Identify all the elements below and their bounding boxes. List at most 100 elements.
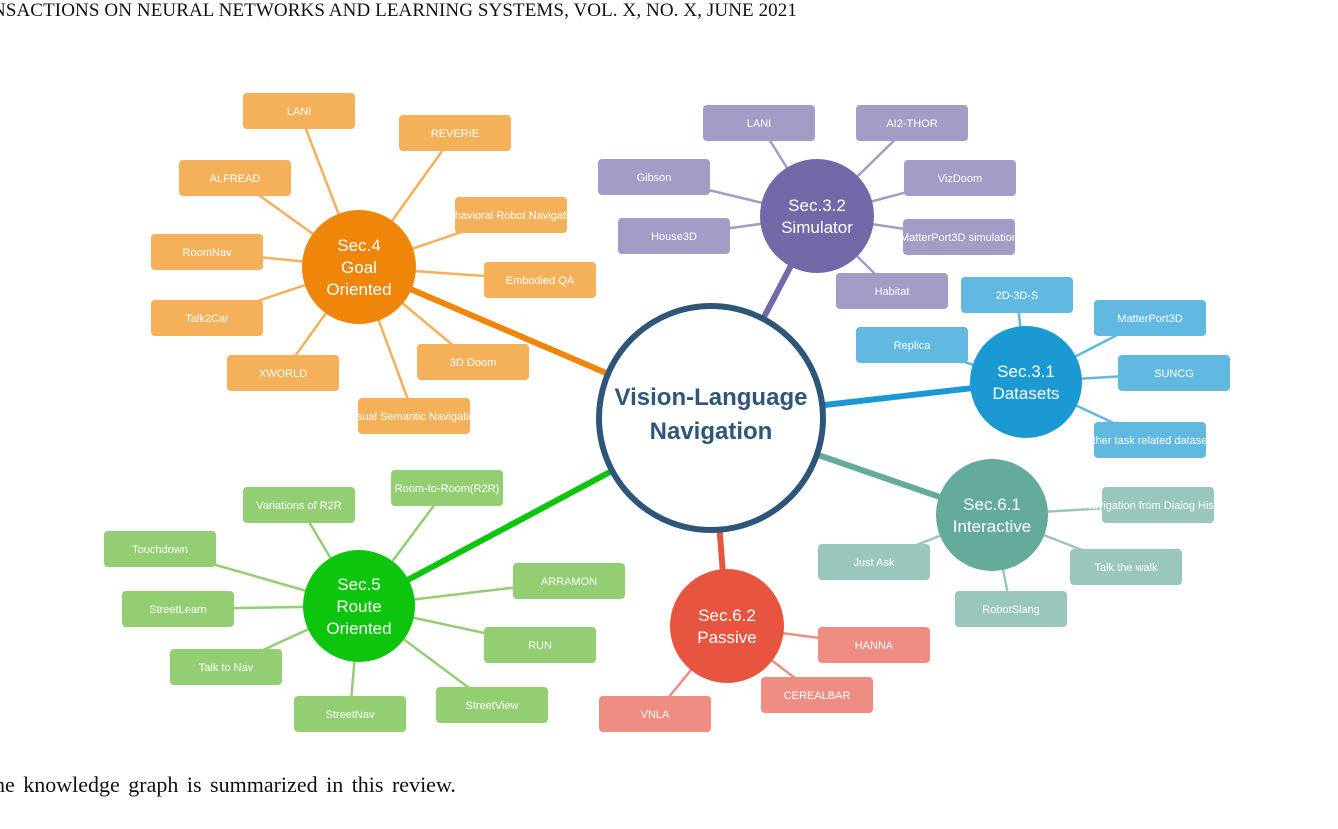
leaf-box [1070, 549, 1182, 585]
leaf-box [170, 649, 282, 685]
section-label: Oriented [326, 619, 391, 638]
section-label: Sec.4 [337, 236, 380, 255]
leaf-label: Talk the walk [1095, 562, 1158, 574]
leaf-nodes: LANI REVERIE ALFREAD Behavioral Robot Navig… [104, 93, 1233, 732]
section-label: Route [336, 597, 381, 616]
leaf-label: 2D-3D-S [996, 290, 1039, 302]
section-circle [302, 210, 416, 324]
section-label: Datasets [992, 384, 1059, 403]
leaf-navigation-from-dialog-history: Navigation from Dialog History [1084, 487, 1233, 523]
leaf-box [294, 696, 406, 732]
leaf-box [243, 487, 355, 523]
leaf-box [243, 93, 355, 129]
leaf-box [599, 696, 711, 732]
leaf-box [1094, 300, 1206, 336]
leaf-label: ALFREAD [210, 173, 261, 185]
section-label: Simulator [781, 218, 853, 237]
leaf-label: Variations of R2R [256, 500, 341, 512]
leaf-label: SUNCG [1154, 368, 1194, 380]
leaf-embodied-qa: Embodied QA [484, 262, 596, 298]
center-title-line2: Navigation [650, 418, 773, 445]
leaf-label: CEREALBAR [784, 690, 851, 702]
leaf-label: AI2-THOR [886, 118, 937, 130]
leaf-box [955, 591, 1067, 627]
leaf-label: Visual Semantic Navigation [347, 411, 481, 423]
leaf-2d-3d-s: 2D-3D-S [961, 277, 1073, 313]
leaf-label: RoomNav [183, 247, 232, 259]
leaf-just-ask: Just Ask [818, 544, 930, 580]
leaf-box [598, 159, 710, 195]
leaf-label: 3D Doom [450, 357, 496, 369]
leaf-label: MatterPort3D simulation [900, 232, 1018, 244]
leaf-label: StreetNav [326, 709, 375, 721]
section-label: Sec.5 [337, 575, 380, 594]
leaf-arramon: ARRAMON [513, 563, 625, 599]
leaf-label: Touchdown [132, 544, 188, 556]
leaf-box [618, 218, 730, 254]
section-label: Sec.3.2 [788, 196, 846, 215]
page-header: NSACTIONS ON NEURAL NETWORKS AND LEARNIN… [0, 0, 797, 21]
leaf-streetview: StreetView [436, 687, 548, 723]
leaf-label: StreetView [466, 700, 519, 712]
leaf-box [1102, 487, 1214, 523]
section-circle [303, 550, 415, 662]
leaf-label: Replica [894, 340, 932, 352]
leaf-box [179, 160, 291, 196]
leaf-lani: LANI [243, 93, 355, 129]
leaf-label: RUN [528, 640, 552, 652]
leaf-streetnav: StreetNav [294, 696, 406, 732]
leaf-hanna: HANNA [818, 627, 930, 663]
leaf-label: ARRAMON [541, 576, 597, 588]
leaf-vizdoom: VizDoom [904, 160, 1016, 196]
section-circle [936, 459, 1048, 571]
leaf-habitat: Habitat [836, 273, 948, 309]
center-title-line1: Vision-Language [615, 384, 808, 411]
leaf-matterport3d: MatterPort3D [1094, 300, 1206, 336]
leaf-box [836, 273, 948, 309]
leaf-label: Gibson [637, 172, 672, 184]
leaf-suncg: SUNCG [1118, 355, 1230, 391]
leaf-box [399, 115, 511, 151]
leaf-box [391, 470, 503, 506]
leaf-label: HANNA [855, 640, 894, 652]
center-circle [596, 303, 826, 533]
leaf-label: Navigation from Dialog History [1084, 500, 1233, 512]
leaf-label: XWORLD [259, 368, 307, 380]
leaf-replica: Replica [856, 327, 968, 363]
leaf-streetlearn: StreetLearn [122, 591, 234, 627]
leaf-label: Embodied QA [506, 275, 575, 287]
leaf-label: Talk to Nav [199, 662, 254, 674]
figure-caption: he knowledge graph is summarized in this… [0, 772, 456, 797]
leaf-label: LANI [747, 118, 771, 130]
section-circle [970, 326, 1082, 438]
section-label: Sec.3.1 [997, 362, 1055, 381]
leaf-box [1118, 355, 1230, 391]
section-circle [670, 569, 784, 683]
leaf-lani: LANI [703, 105, 815, 141]
leaf-ai2-thor: AI2-THOR [856, 105, 968, 141]
leaf-cerealbar: CEREALBAR [761, 677, 873, 713]
leaf-other-task-related-datasets: Other task related datasets [1084, 422, 1217, 458]
leaf-robotslang: RobotSlang [955, 591, 1067, 627]
leaf-label: MatterPort3D [1117, 313, 1182, 325]
leaf-label: Just Ask [854, 557, 895, 569]
leaf-box [904, 160, 1016, 196]
leaf-room-to-room-r2r: Room-to-Room(R2R) [391, 470, 503, 506]
section-nodes: Sec.4GoalOrientedSec.3.2SimulatorSec.3.1… [302, 159, 1082, 683]
section-label: Passive [697, 628, 757, 647]
leaf-box [151, 300, 263, 336]
leaf-behavioral-robot-navigation: Behavioral Robot Navigation [441, 197, 581, 233]
leaf-visual-semantic-navigation: Visual Semantic Navigation [347, 398, 481, 434]
leaf-box [818, 627, 930, 663]
leaf-box [358, 398, 470, 434]
leaf-label: VNLA [641, 709, 670, 721]
leaf-label: House3D [651, 231, 697, 243]
leaf-box [436, 687, 548, 723]
leaf-label: REVERIE [431, 128, 479, 140]
